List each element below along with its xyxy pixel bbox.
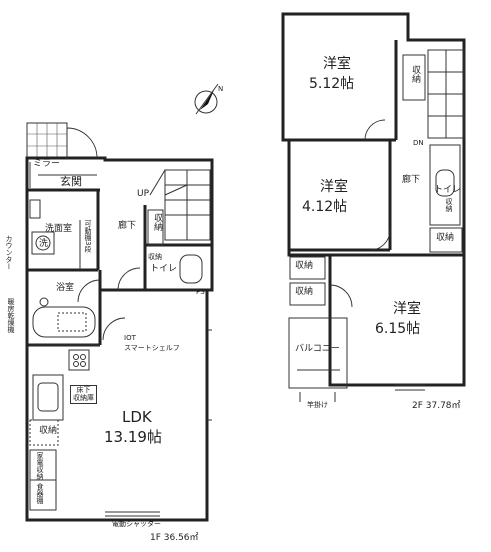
stairs-1f [149,169,211,241]
cupboard-label: 食器棚 [36,483,44,504]
ps-label: PS [196,288,205,296]
floor1-area-label: 1F 36.56㎡ [150,533,199,543]
wash-machine-label: 洗 [39,239,49,249]
balcony-label: バルコニー [295,344,340,354]
iot-label: IOT [124,334,136,342]
toilet-2f-label: トイレ [434,185,462,195]
room-c-area-label: 6.15帖 [375,321,421,337]
floor2-area-label: 2F 37.78㎡ [412,401,461,411]
up-label: UP [137,189,150,199]
storage-e-label: 収納 [295,287,314,297]
fridge-label: 収納 [39,426,58,436]
underfloor-storage-label: 床下 収納庫 [70,385,97,405]
hallway-2f-label: 廊下 [402,175,421,185]
first-floor-plan [25,122,214,522]
storage-1f-small-label: 収納 [148,253,162,261]
room-c-name-label: 洋室 [393,301,421,317]
ldk-area-label: 13.19帖 [104,428,162,446]
storage-d-label: 収納 [295,261,314,271]
smart-shelf-label: スマートシェルフ [124,344,180,352]
storage-1f-label: 収納 [152,213,162,231]
north-label: N [218,85,224,93]
genkan-label: 玄関 [60,175,82,188]
dn-label: DN [413,139,424,147]
stairs-2f [427,49,465,139]
porch-hatch [26,122,68,159]
mirror-label: ミラー [33,159,61,169]
second-floor-plan [281,12,466,402]
counter-label: カウンター [5,235,13,270]
bath-label: 浴室 [56,283,75,293]
toilet-1f-label: トイレ [150,264,178,274]
dryer-label: 暖房乾燥機 [7,298,15,333]
shelf-label: 可動棚3段 [84,220,92,253]
room-a-area-label: 5.12帖 [309,76,355,92]
room-b-name-label: 洋室 [320,179,348,195]
room-a-name-label: 洋室 [323,56,351,72]
washroom-label: 洗面室 [45,224,73,234]
hallway-1f-label: 廊下 [118,221,137,231]
storage-c-label: 収納 [436,233,455,243]
storage-a-label: 収納 [410,65,420,83]
storage-2f-small-label: 収納 [445,198,453,212]
underfloor-line1: 床下 [76,386,91,394]
appliance-storage-label: 家電収納 [36,452,44,480]
underfloor-line2: 収納庫 [73,393,94,402]
room-b-area-label: 4.12帖 [302,199,348,215]
ldk-name-label: LDK [122,408,152,426]
drying-rack-label: 竿掛け [307,401,328,409]
shutter-label: 電動シャッター [112,520,161,528]
compass-icon [194,83,219,115]
